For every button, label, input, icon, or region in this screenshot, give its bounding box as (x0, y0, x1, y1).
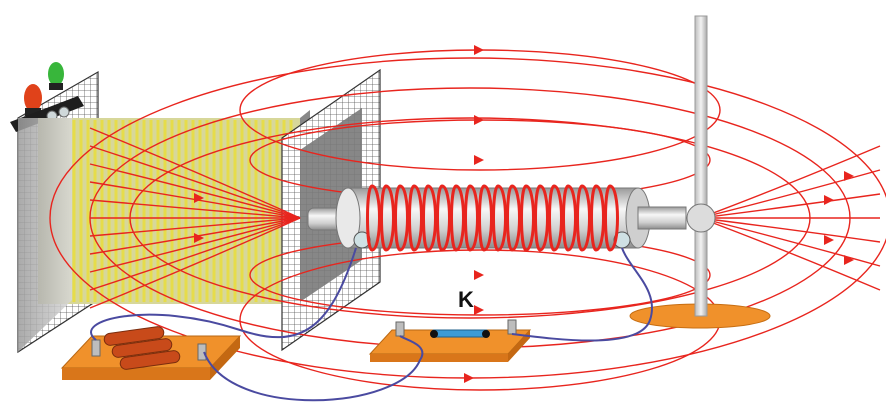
field-arrow (474, 115, 484, 125)
coil-turn (436, 184, 451, 252)
coil-turn (380, 184, 395, 252)
field-line (699, 145, 881, 219)
field-arrow (474, 270, 484, 280)
field-line (89, 217, 301, 309)
field-line (699, 217, 881, 243)
stand (629, 15, 771, 329)
field-arrow (474, 155, 484, 165)
coil-turn (576, 184, 591, 252)
coil-turn (422, 184, 437, 252)
coil-turn (450, 184, 465, 252)
field-arrow (194, 233, 204, 243)
connecting-wires (90, 247, 653, 402)
copper-coil (366, 184, 619, 252)
coil-turn (492, 184, 507, 252)
coil-turn (506, 184, 521, 252)
field-arrow (464, 373, 474, 383)
field-line (89, 217, 301, 273)
switch-label: K (458, 287, 474, 312)
field-arrow (474, 45, 484, 55)
field-line (89, 127, 301, 219)
field-arrow (824, 195, 834, 205)
battery-pack-icon (60, 326, 242, 380)
field-line (89, 217, 301, 291)
coil-turn (366, 184, 381, 252)
field-arrow (824, 235, 834, 245)
field-line (89, 145, 301, 219)
field-arrow (474, 305, 484, 315)
coil-turn (464, 184, 479, 252)
field-line (699, 217, 881, 267)
field-line (699, 217, 881, 291)
field-line (89, 199, 301, 219)
coil-turn (548, 184, 563, 252)
field-arrow (844, 255, 854, 265)
field-arrow (194, 193, 204, 203)
coil-turn (604, 184, 619, 252)
field-line (89, 217, 301, 237)
striped-frame (18, 110, 310, 352)
front-mesh-screen (281, 68, 381, 352)
coil-turn (590, 184, 605, 252)
field-line (699, 193, 881, 219)
field-arrow (844, 171, 854, 181)
coil-turn (408, 184, 423, 252)
coil-turn (394, 184, 409, 252)
knife-switch-icon (368, 319, 532, 362)
field-line (89, 163, 301, 219)
coil-turn (478, 184, 493, 252)
coil-turn (562, 184, 577, 252)
coil-turn (534, 184, 549, 252)
coil-turn (520, 184, 535, 252)
iron-rod (307, 187, 687, 249)
field-line (699, 169, 881, 219)
light-bulb-green-icon (48, 62, 64, 90)
light-bulb-red-icon (24, 84, 42, 116)
